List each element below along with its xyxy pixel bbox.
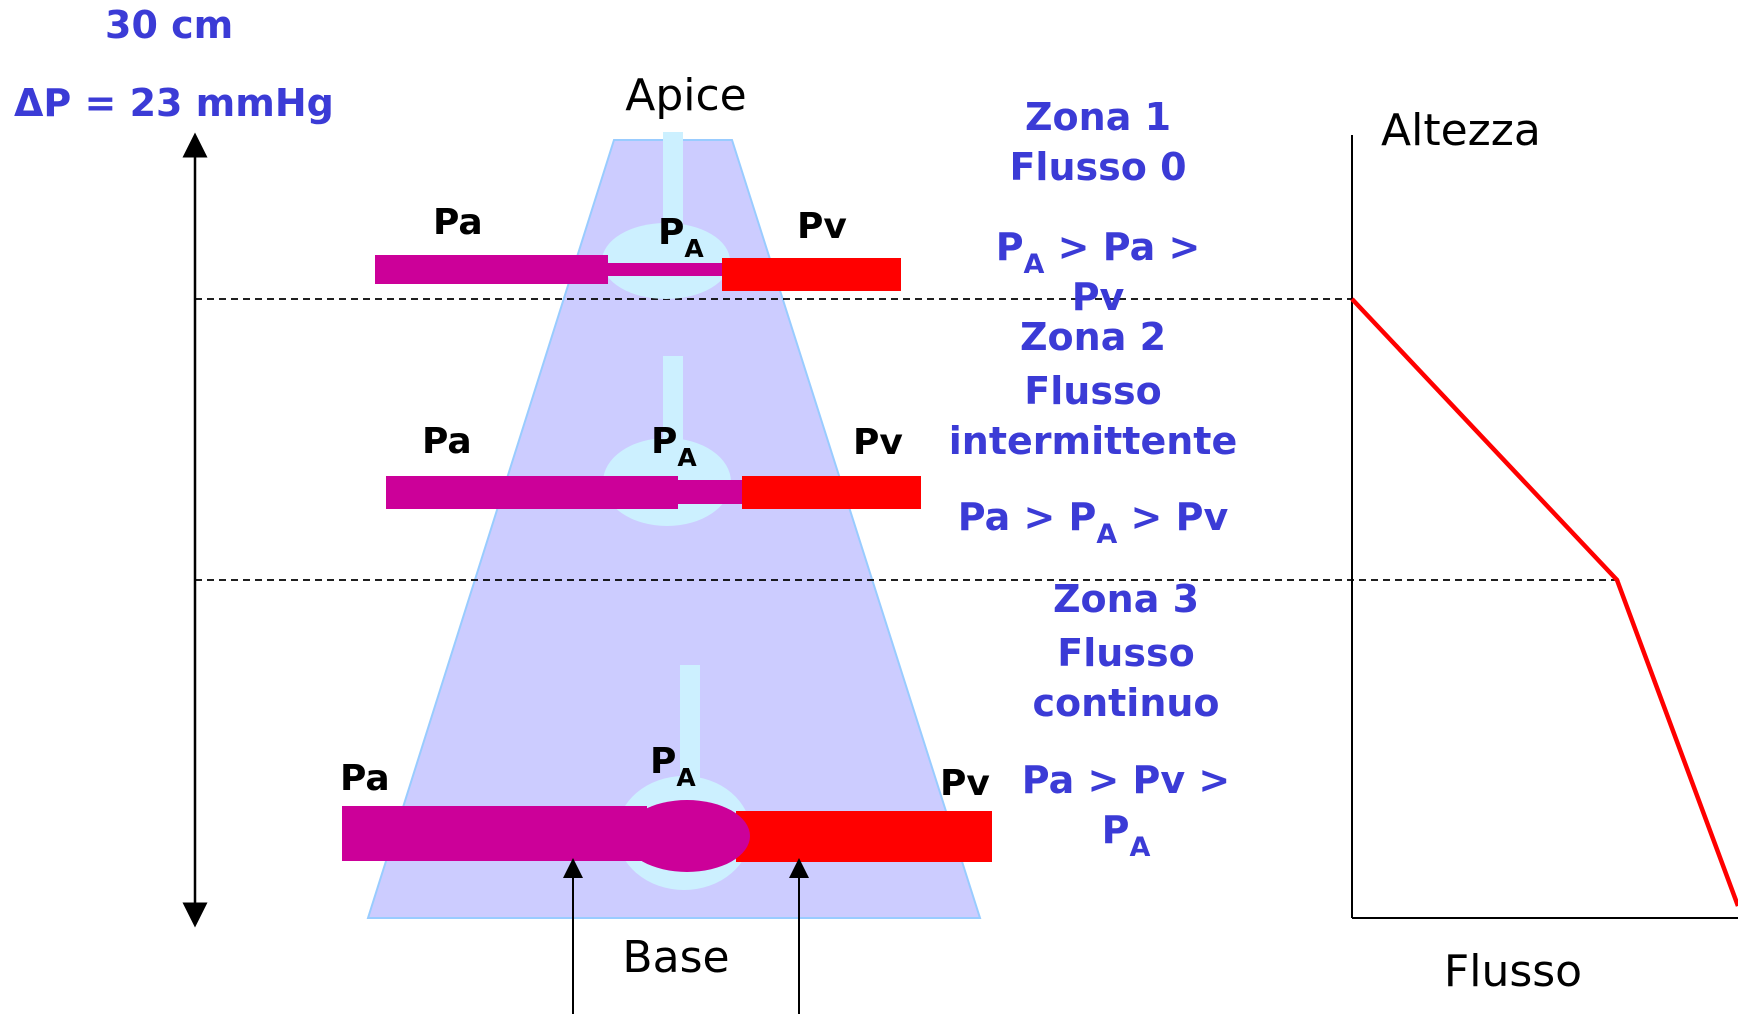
venous-segment xyxy=(736,811,992,862)
flow-curve xyxy=(1350,297,1738,907)
arterial-segment xyxy=(375,255,608,284)
alveolar-pressure-label: PA xyxy=(650,741,696,792)
zone-1-pressure-relation: PA > Pa > xyxy=(996,225,1201,280)
zone-2-flow-line: Flusso xyxy=(1024,369,1161,413)
alveolar-pressure-label: PA xyxy=(651,421,697,472)
delta-value: = 23 mmHg xyxy=(85,81,334,125)
arterial-segment xyxy=(386,476,678,509)
alveolar-pressure-label: PA xyxy=(658,212,704,263)
graph-y-label: Altezza xyxy=(1381,105,1541,156)
zone-2-capillary: Pa Pv PA xyxy=(386,356,921,526)
airway-stem xyxy=(680,665,700,790)
height-label: 30 cm xyxy=(105,3,233,47)
venous-segment xyxy=(742,476,921,509)
apex-label: Apice xyxy=(625,70,747,121)
alveolus xyxy=(602,223,730,299)
arterial-segment xyxy=(342,806,647,861)
narrowed-capillary xyxy=(676,480,746,504)
zone-2-title: Zona 2 xyxy=(1020,315,1166,359)
zone-3-pressure-relation-cont: PA xyxy=(1102,808,1151,863)
airway-stem xyxy=(663,132,683,232)
distended-capillary xyxy=(624,800,750,872)
pa-label: Pa xyxy=(422,421,472,462)
delta-prefix: ΔP xyxy=(14,81,71,125)
pa-label: Pa xyxy=(433,202,483,243)
zone-3-title: Zona 3 xyxy=(1053,577,1199,621)
pa-label: Pa xyxy=(340,758,390,799)
zone-3-capillary: Pa Pv PA xyxy=(340,665,992,890)
pv-label: Pv xyxy=(797,206,847,247)
zone-3-pressure-relation: Pa > Pv > xyxy=(1022,758,1230,802)
flow-graph: Altezza Flusso xyxy=(1350,105,1738,997)
pv-label: Pv xyxy=(940,763,990,804)
zone-1-title: Zona 1 xyxy=(1025,95,1171,139)
zone-3-flow-line: Flusso xyxy=(1057,631,1194,675)
zone-1-pressure-relation-cont: Pv xyxy=(1072,275,1125,319)
zone-1-flow-line: Flusso 0 xyxy=(1009,145,1186,189)
venous-segment xyxy=(722,258,901,291)
compressed-capillary xyxy=(606,263,724,276)
graph-x-label: Flusso xyxy=(1444,946,1582,997)
delta-pressure-label: ΔP = 23 mmHg xyxy=(14,81,334,125)
zone-2-flow-line: intermittente xyxy=(949,419,1237,463)
base-label: Base xyxy=(622,932,729,983)
zone-1-capillary: Pa Pv PA xyxy=(375,132,901,299)
lung-shape xyxy=(366,139,982,919)
zone-2-pressure-relation: Pa > PA > Pv xyxy=(958,495,1229,550)
pv-label: Pv xyxy=(853,422,903,463)
zone-3-flow-line: continuo xyxy=(1032,681,1219,725)
airway-stem xyxy=(663,356,683,456)
